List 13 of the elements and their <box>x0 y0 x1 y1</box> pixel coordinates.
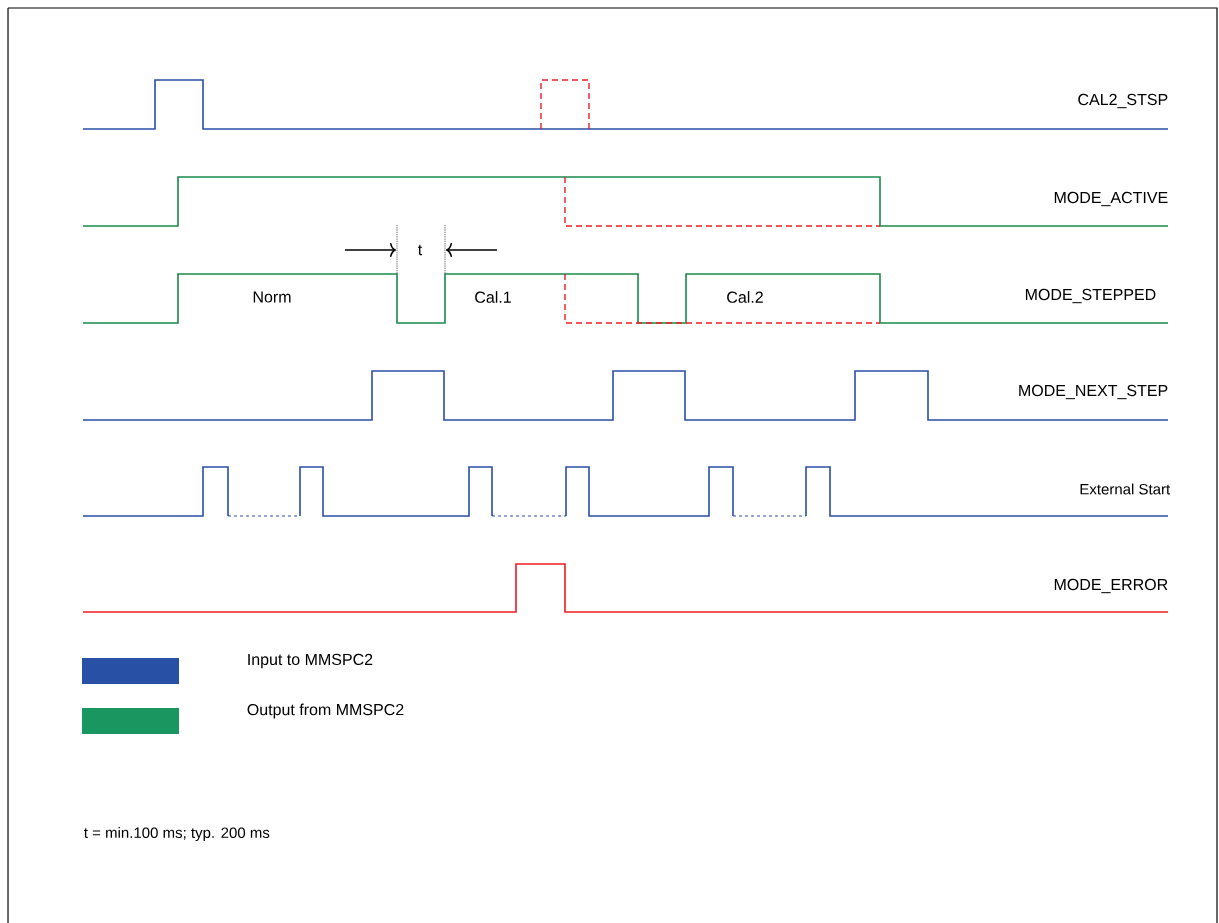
dimension-label: t <box>418 244 423 256</box>
footnote: t = min.100 ms; typ. 200 ms <box>84 827 270 841</box>
phase-label: Cal.2 <box>727 291 763 303</box>
signal-name: MODE_ACTIVE <box>1054 191 1168 207</box>
legend-label: Input to MMSPC2 <box>248 653 373 669</box>
signal-name: MODE_ERROR <box>1054 578 1168 594</box>
phase-label: Norm <box>253 291 291 303</box>
legend-label: Output from MMSPC2 <box>247 703 404 719</box>
signal-name: External Start <box>1080 483 1171 495</box>
phase-label: Cal.1 <box>475 291 511 303</box>
signal-name: CAL2_STSP <box>1078 93 1168 109</box>
signal-name: MODE_NEXT_STEP <box>1019 384 1168 400</box>
signal-name: MODE_STEPPED <box>1025 288 1156 304</box>
